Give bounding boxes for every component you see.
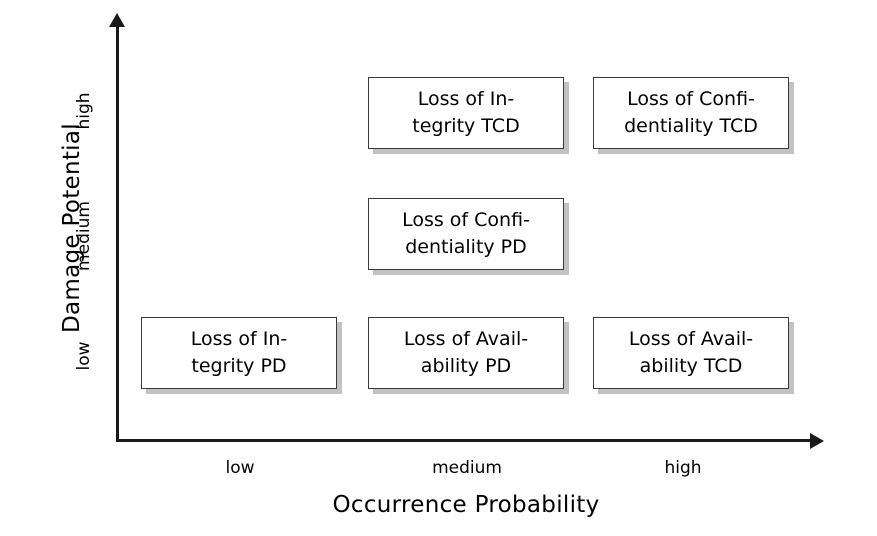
x-axis-tick-low: low — [225, 458, 255, 478]
risk-cell-integrity-pd: Loss of In- tegrity PD — [141, 317, 337, 389]
y-axis-tick-low: low — [74, 341, 94, 371]
risk-cell-confidentiality-pd: Loss of Confi- dentiality PD — [368, 198, 564, 270]
x-axis-arrow-icon — [810, 433, 824, 449]
x-axis-tick-high: high — [664, 458, 702, 478]
x-axis-title: Occurrence Probability — [332, 492, 600, 518]
risk-cell-label: Loss of Avail- ability PD — [403, 328, 529, 377]
risk-cell-integrity-tcd: Loss of In- tegrity TCD — [368, 77, 564, 149]
y-axis-tick-medium: medium — [74, 201, 94, 271]
y-axis-arrow-icon — [109, 13, 125, 27]
y-axis-line — [116, 24, 119, 442]
risk-cell-availability-tcd: Loss of Avail- ability TCD — [593, 317, 789, 389]
risk-cell-label: Loss of Confi- dentiality PD — [402, 209, 530, 258]
x-axis-tick-medium: medium — [432, 458, 502, 478]
x-axis-line — [116, 439, 814, 442]
risk-cell-confidentiality-tcd: Loss of Confi- dentiality TCD — [593, 77, 789, 149]
y-axis-tick-high: high — [74, 92, 94, 130]
risk-cell-label: Loss of Avail- ability TCD — [628, 328, 754, 377]
risk-cell-availability-pd: Loss of Avail- ability PD — [368, 317, 564, 389]
risk-cell-label: Loss of Confi- dentiality TCD — [624, 88, 758, 137]
risk-cell-label: Loss of In- tegrity PD — [190, 328, 288, 377]
risk-cell-label: Loss of In- tegrity TCD — [412, 88, 520, 137]
